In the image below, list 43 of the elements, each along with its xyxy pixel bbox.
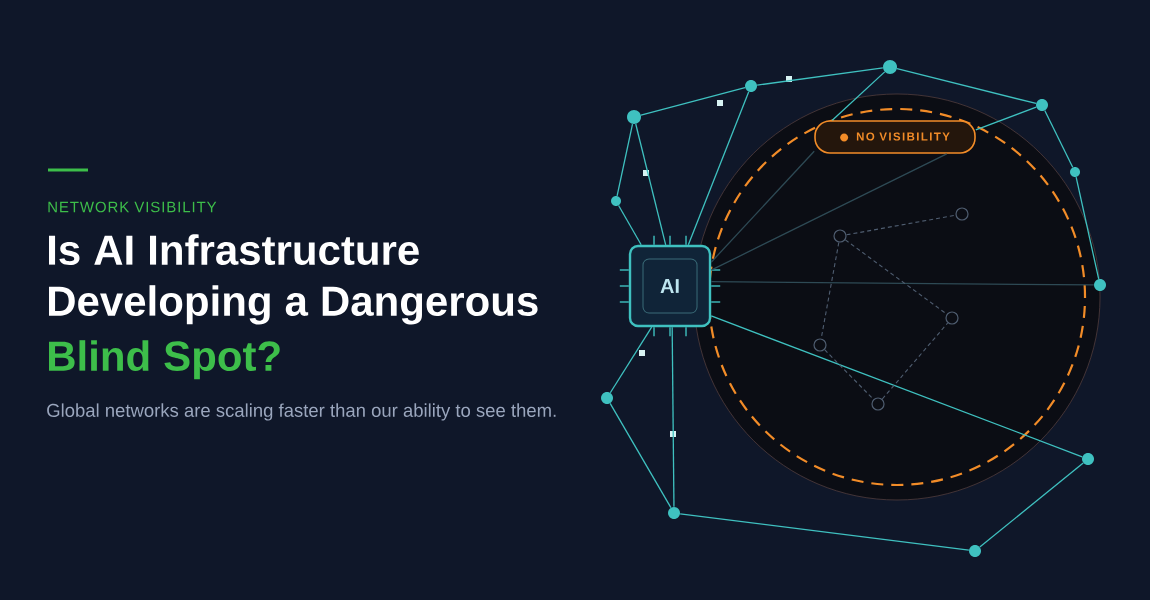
connector-line [616,123,634,197]
hidden-node [945,311,959,325]
hidden-node [813,338,827,352]
connector-line [687,91,750,246]
connector-line [896,68,1037,105]
hidden-node [833,229,847,243]
connector-line [640,86,746,116]
network-node [883,60,897,74]
connector-line [1075,176,1100,280]
network-node [1070,167,1080,177]
connector-line [609,402,672,509]
connector-line [617,204,642,246]
connector-line [671,326,675,508]
connector-line [824,349,874,400]
status-badge: NO VISIBILITY [814,120,976,154]
connector-line [609,326,653,394]
network-node [627,110,641,124]
subtitle: Global networks are scaling faster than our ability to see them. [47,403,556,421]
connector-line [975,106,1037,131]
connector-line [710,153,948,271]
network-node [1036,99,1048,111]
hidden-node [871,397,885,411]
network-node [1082,453,1094,465]
connector-line [679,513,970,551]
hidden-node [955,207,969,221]
connector-line [710,281,1095,286]
connector-line [756,67,884,86]
connector-line [979,462,1084,548]
connector-line [710,315,1083,458]
network-node [969,545,981,557]
section-label: NETWORK VISIBILITY [48,201,217,213]
connector-line [881,322,949,400]
network-node [668,507,680,519]
connector-line [635,123,667,246]
network-node [611,196,621,206]
network-node [1094,279,1106,291]
headline: Is AI Infrastructure Developing a Dangerous [49,234,538,325]
connector-line [831,71,886,121]
connector-line [710,150,815,263]
network-node [601,392,613,404]
connector-line [1044,109,1074,168]
network-node [745,80,757,92]
headline: Blind Spot? [49,340,280,380]
